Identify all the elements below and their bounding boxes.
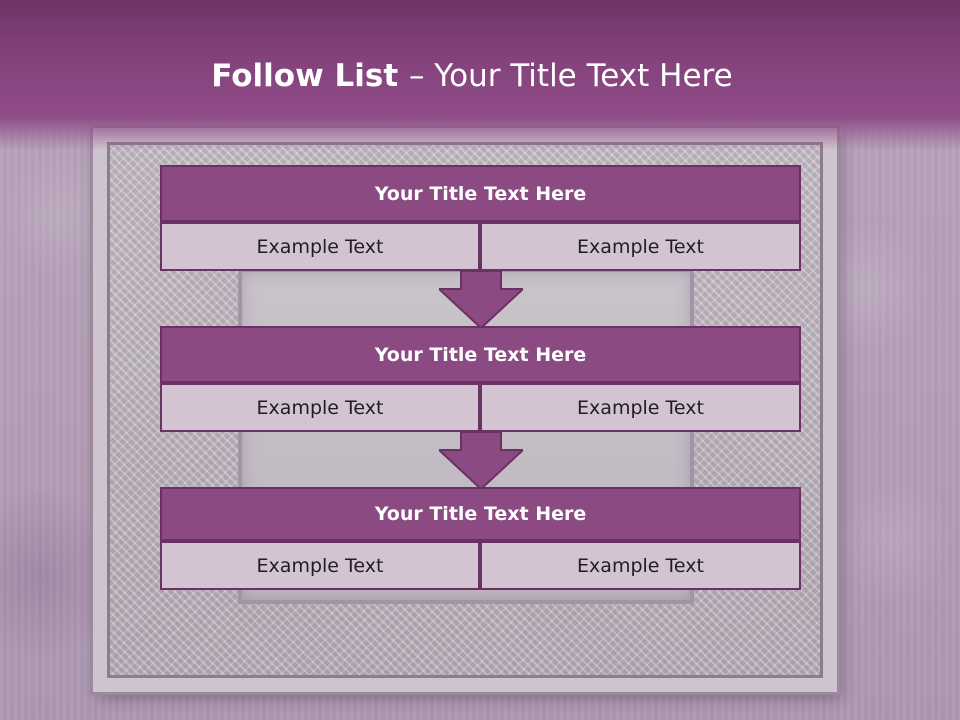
slide-title-bold: Follow List <box>211 58 409 94</box>
block-title[interactable]: Your Title Text Here <box>160 165 801 222</box>
block-cell-left[interactable]: Example Text <box>160 383 480 432</box>
title-band <box>0 0 960 150</box>
down-arrow-icon <box>439 432 523 490</box>
slide-title-rest: – Your Title Text Here <box>408 58 733 94</box>
block-title[interactable]: Your Title Text Here <box>160 326 801 383</box>
block-cell-right[interactable]: Example Text <box>480 222 801 271</box>
block-cell-left[interactable]: Example Text <box>160 541 480 590</box>
block-title[interactable]: Your Title Text Here <box>160 487 801 541</box>
block-cell-right[interactable]: Example Text <box>480 383 801 432</box>
block-cell-left[interactable]: Example Text <box>160 222 480 271</box>
block-cell-right[interactable]: Example Text <box>480 541 801 590</box>
slide-title: Follow List – Your Title Text Here <box>0 56 944 96</box>
down-arrow-icon <box>439 271 523 329</box>
